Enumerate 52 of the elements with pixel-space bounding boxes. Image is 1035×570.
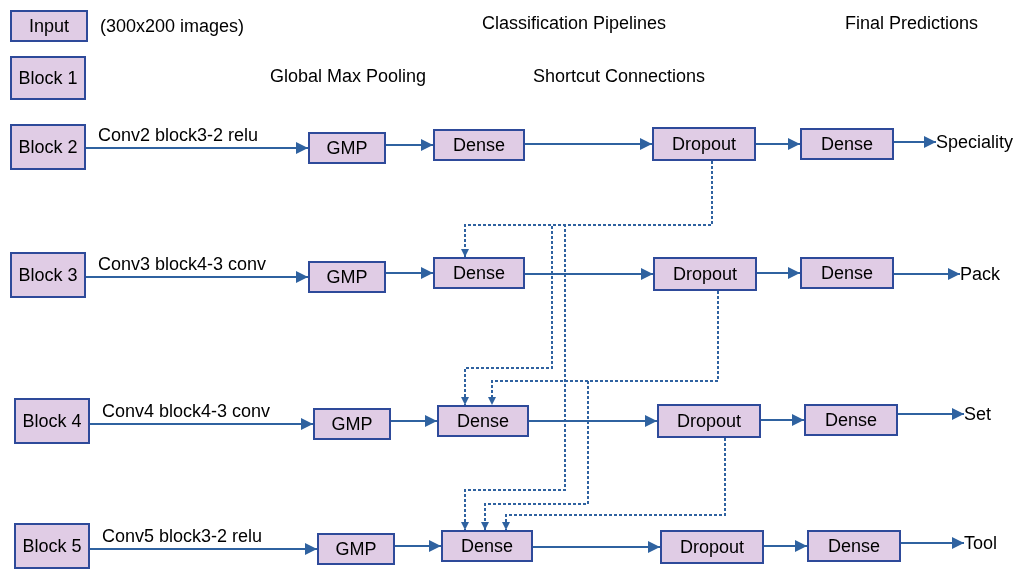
layer-box: GMP <box>313 408 391 440</box>
arrow <box>524 138 653 150</box>
output-label: Pack <box>960 262 1001 286</box>
layer-box: Block 3 <box>10 252 86 298</box>
arrow <box>893 268 961 280</box>
arrow <box>532 541 661 553</box>
layer-box: Dense <box>441 530 533 562</box>
layer-box: Dense <box>433 129 525 161</box>
arrow <box>89 543 318 555</box>
layer-box: Dropout <box>652 127 756 161</box>
layer-box: Block 4 <box>14 398 90 444</box>
arrow <box>900 537 965 549</box>
layer-box: Input <box>10 10 88 42</box>
layer-box: Dropout <box>660 530 764 564</box>
layer-box: Dense <box>433 257 525 289</box>
layer-box: Dense <box>804 404 898 436</box>
arrow <box>528 415 658 427</box>
arrow <box>760 414 805 426</box>
layer-box: Dense <box>437 405 529 437</box>
arrow <box>394 540 442 552</box>
arrow <box>893 136 937 148</box>
arrow <box>897 408 965 420</box>
layer-box: GMP <box>308 261 386 293</box>
section-heading: Classification Pipelines <box>482 12 667 34</box>
arrow <box>390 415 438 427</box>
section-heading: Final Predictions <box>845 12 979 34</box>
arrow <box>385 139 434 151</box>
section-heading: Shortcut Connections <box>533 65 706 87</box>
arrow <box>85 271 309 283</box>
arrow <box>755 138 801 150</box>
arrow <box>385 267 434 279</box>
arrow <box>89 418 314 430</box>
output-label: Tool <box>964 531 998 555</box>
dashed-arrow <box>502 437 726 531</box>
layer-box: Block 1 <box>10 56 86 100</box>
arrow <box>85 142 309 154</box>
arrow <box>756 267 801 279</box>
layer-box: Dense <box>807 530 901 562</box>
node-label: (300x200 images) <box>100 15 245 37</box>
output-label: Speciality <box>936 130 1014 154</box>
layer-box: Dropout <box>657 404 761 438</box>
layer-box: Dropout <box>653 257 757 291</box>
arrow <box>763 540 808 552</box>
layer-box: Block 2 <box>10 124 86 170</box>
output-label: Set <box>964 402 992 426</box>
layer-box: Block 5 <box>14 523 90 569</box>
layer-box: Dense <box>800 128 894 160</box>
section-heading: Global Max Pooling <box>270 65 427 87</box>
layer-box: GMP <box>308 132 386 164</box>
layer-box: Dense <box>800 257 894 289</box>
arrow <box>524 268 654 280</box>
layer-box: GMP <box>317 533 395 565</box>
